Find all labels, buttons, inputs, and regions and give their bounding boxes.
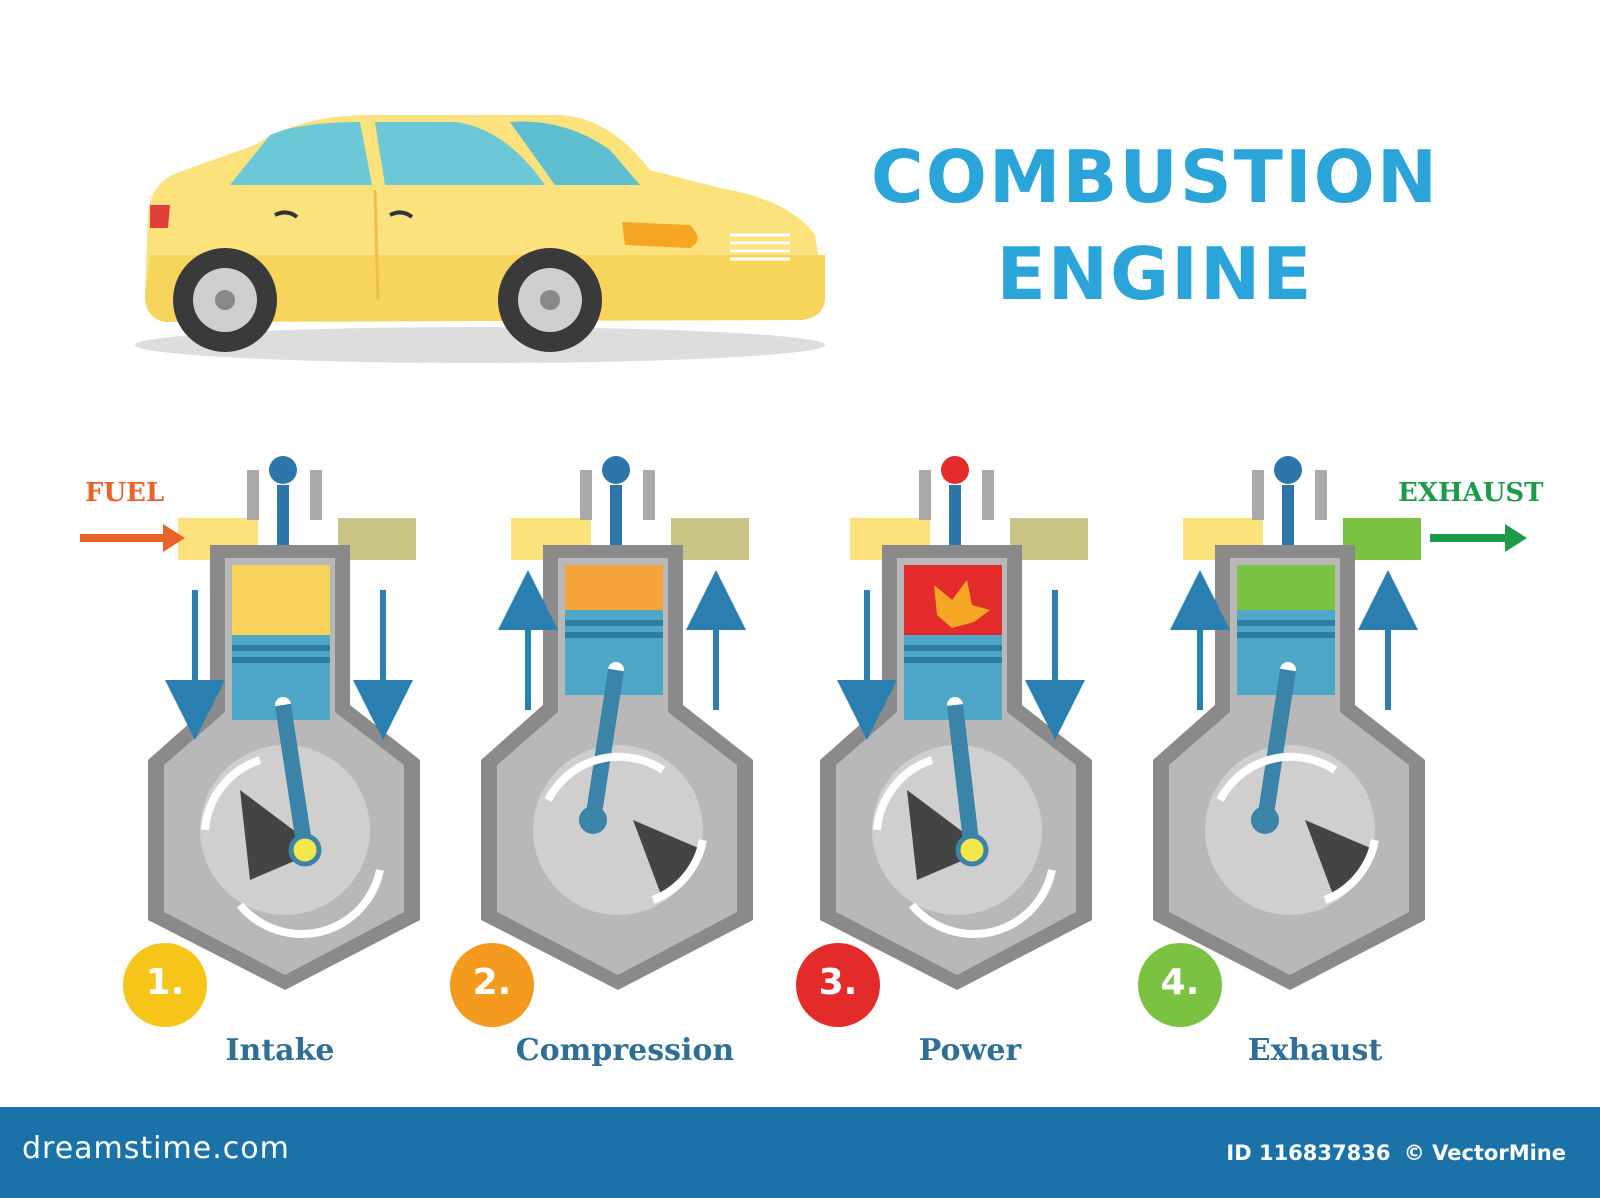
engine-stage-exhaust <box>1153 456 1527 990</box>
stage-number-2: 2. <box>472 962 512 1003</box>
stage-name-compression: Compression <box>515 1033 735 1068</box>
car-illustration <box>135 115 825 363</box>
title-line-2: ENGINE <box>996 232 1314 316</box>
engine-stage-power <box>820 456 1092 990</box>
footer-id: ID 116837836 <box>1226 1141 1391 1165</box>
engine-stage-compression <box>481 456 753 990</box>
stage-number-4: 4. <box>1160 962 1200 1003</box>
footer-bar: dreamstime.com ID 116837836 © VectorMine <box>0 1107 1600 1198</box>
footer-credit: ID 116837836 © VectorMine <box>1226 1141 1572 1165</box>
stage-number-3: 3. <box>818 962 858 1003</box>
fuel-label: FUEL <box>85 478 165 508</box>
stage-name-power: Power <box>918 1033 1022 1068</box>
footer-site[interactable]: dreamstime.com <box>22 1131 290 1166</box>
stage-name-intake: Intake <box>225 1033 335 1068</box>
exhaust-label: EXHAUST <box>1398 478 1544 508</box>
title-line-1: COMBUSTION <box>870 135 1440 219</box>
engine-stage-intake <box>80 456 420 990</box>
footer-author: © VectorMine <box>1403 1141 1566 1165</box>
stage-badges <box>123 943 1222 1027</box>
stage-name-exhaust: Exhaust <box>1247 1033 1383 1068</box>
stage-number-1: 1. <box>145 962 185 1003</box>
